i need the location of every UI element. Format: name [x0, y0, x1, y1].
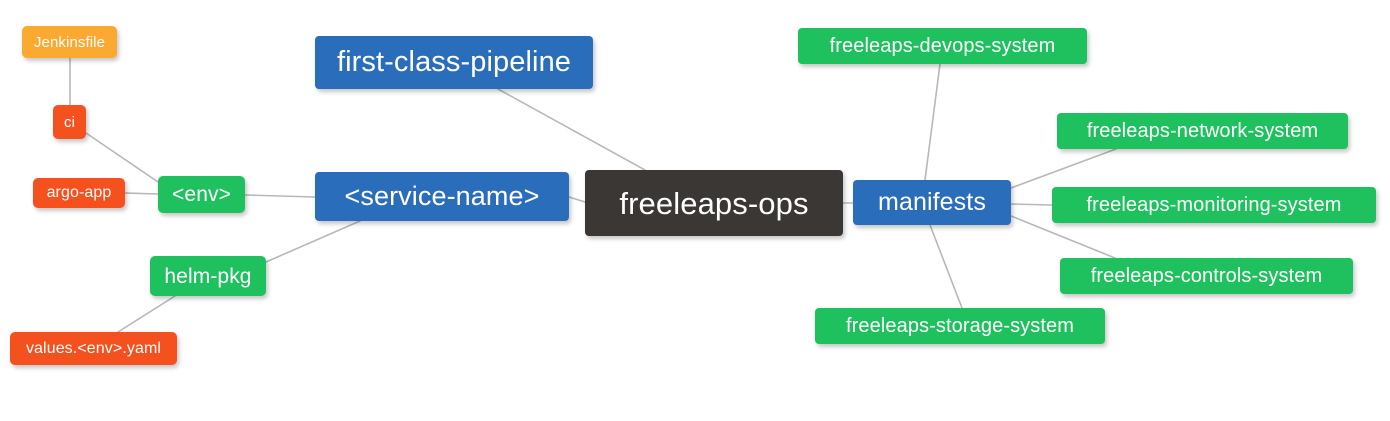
- node-argo-app[interactable]: argo-app: [33, 178, 125, 208]
- node-first-class-pipeline[interactable]: first-class-pipeline: [315, 36, 593, 89]
- node-label-env: <env>: [172, 183, 231, 206]
- edge-manifests-to-freeleaps-storage-system: [929, 224, 963, 309]
- node-env[interactable]: <env>: [158, 176, 245, 213]
- node-manifests[interactable]: manifests: [853, 180, 1011, 225]
- node-label-freeleaps-ops: freeleaps-ops: [619, 185, 809, 221]
- node-label-service-name: <service-name>: [344, 181, 540, 211]
- node-label-freeleaps-devops-system: freeleaps-devops-system: [829, 35, 1056, 57]
- node-jenkinsfile[interactable]: Jenkinsfile: [22, 26, 117, 58]
- node-label-values-yaml: values.<env>.yaml: [25, 339, 162, 357]
- edge-service-name-to-freeleaps-ops: [568, 196, 586, 203]
- node-freeleaps-ops[interactable]: freeleaps-ops: [585, 170, 843, 236]
- edge-ci-to-env: [85, 132, 159, 183]
- node-freeleaps-devops-system[interactable]: freeleaps-devops-system: [798, 28, 1087, 64]
- node-freeleaps-network-system[interactable]: freeleaps-network-system: [1057, 113, 1348, 149]
- edge-manifests-to-freeleaps-devops-system: [924, 63, 941, 181]
- node-label-argo-app: argo-app: [46, 184, 112, 201]
- node-label-freeleaps-monitoring-system: freeleaps-monitoring-system: [1086, 194, 1342, 216]
- edge-helm-pkg-to-service-name: [265, 220, 361, 263]
- node-label-freeleaps-network-system: freeleaps-network-system: [1086, 120, 1319, 142]
- node-freeleaps-monitoring-system[interactable]: freeleaps-monitoring-system: [1052, 187, 1376, 223]
- edge-manifests-to-freeleaps-network-system: [1010, 148, 1117, 189]
- node-label-helm-pkg: helm-pkg: [164, 264, 252, 288]
- node-values-yaml[interactable]: values.<env>.yaml: [10, 332, 177, 365]
- edge-env-to-service-name: [244, 194, 316, 198]
- node-freeleaps-storage-system[interactable]: freeleaps-storage-system: [815, 308, 1105, 344]
- node-label-jenkinsfile: Jenkinsfile: [33, 33, 106, 51]
- node-freeleaps-controls-system[interactable]: freeleaps-controls-system: [1060, 258, 1353, 294]
- edge-argo-app-to-env: [124, 192, 159, 195]
- edge-values-yaml-to-helm-pkg: [117, 295, 176, 333]
- node-label-freeleaps-storage-system: freeleaps-storage-system: [845, 315, 1075, 337]
- node-label-manifests: manifests: [878, 188, 986, 216]
- node-label-ci: ci: [63, 113, 76, 131]
- edge-manifests-to-freeleaps-monitoring-system: [1010, 203, 1053, 206]
- node-service-name[interactable]: <service-name>: [315, 172, 569, 221]
- node-helm-pkg[interactable]: helm-pkg: [150, 256, 266, 296]
- node-label-first-class-pipeline: first-class-pipeline: [336, 46, 572, 78]
- edge-first-class-pipeline-to-freeleaps-ops: [497, 88, 646, 171]
- node-label-freeleaps-controls-system: freeleaps-controls-system: [1090, 265, 1323, 287]
- node-ci[interactable]: ci: [53, 105, 86, 139]
